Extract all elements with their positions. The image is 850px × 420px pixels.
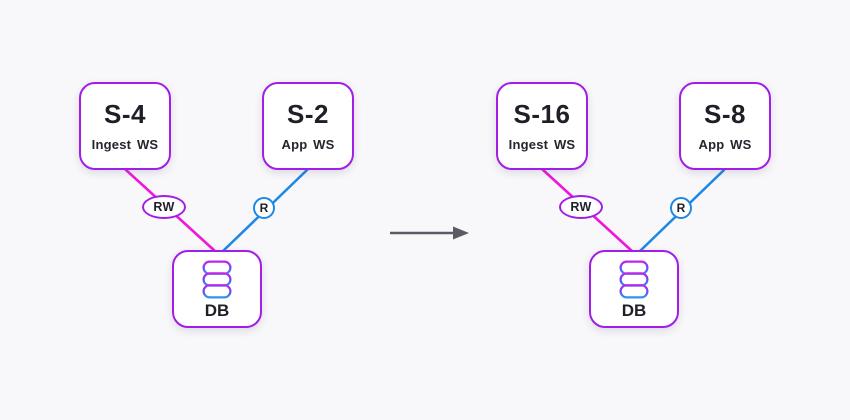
- diagram-before: S-4 Ingest WS S-2 App WS DB RW R: [0, 0, 420, 420]
- node-ingest-ws: S-4 Ingest WS: [79, 82, 171, 170]
- write-access-badge: RW: [559, 195, 603, 219]
- node-subtitle: App WS: [698, 137, 752, 152]
- node-db: DB: [172, 250, 262, 328]
- write-access-badge: RW: [142, 195, 186, 219]
- node-title: S-4: [104, 99, 146, 129]
- node-app-ws: S-8 App WS: [679, 82, 771, 170]
- node-subtitle: App WS: [281, 137, 335, 152]
- database-icon: [619, 260, 649, 299]
- diagram-after: S-16 Ingest WS S-8 App WS DB RW R: [417, 0, 837, 420]
- node-title: S-8: [704, 99, 746, 129]
- node-subtitle: Ingest WS: [91, 137, 159, 152]
- transition-arrow-icon: [390, 226, 469, 240]
- node-title: S-16: [513, 99, 571, 129]
- node-title: S-2: [287, 99, 329, 129]
- read-access-badge: R: [253, 197, 275, 219]
- edges-before: [123, 167, 309, 254]
- node-app-ws: S-2 App WS: [262, 82, 354, 170]
- node-subtitle: Ingest WS: [508, 137, 576, 152]
- node-db: DB: [589, 250, 679, 328]
- database-icon: [202, 260, 232, 299]
- edges-after: [540, 167, 726, 254]
- read-access-badge: R: [670, 197, 692, 219]
- db-label: DB: [204, 300, 230, 320]
- db-label: DB: [621, 300, 647, 320]
- node-ingest-ws: S-16 Ingest WS: [496, 82, 588, 170]
